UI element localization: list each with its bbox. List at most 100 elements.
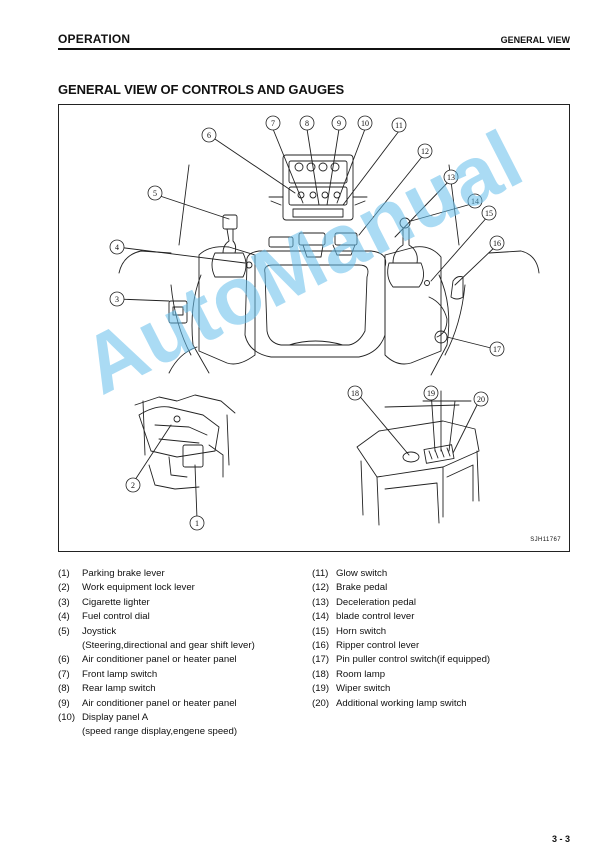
page-number: 3 - 3 [551, 834, 570, 844]
deceleration-pedal [334, 232, 358, 246]
legend-item: (16) Ripper control lever [312, 639, 572, 653]
legend-left-column: (1) Parking brake lever (2) Work equipment… [58, 567, 310, 740]
legend-number: (6) [58, 654, 70, 666]
callout-17: 17 [493, 345, 501, 354]
legend-item: (12)Brake pedal [312, 581, 572, 595]
callout-9: 9 [337, 119, 341, 128]
horn-switch [424, 280, 430, 286]
legend-number: (10) [58, 712, 76, 724]
callout-15: 15 [485, 209, 493, 218]
cab-line-drawing: 6 7 8 9 10 11 12 13 14 15 16 17 5 4 3 18… [109, 115, 540, 531]
joystick [222, 214, 238, 230]
legend-text: Parking brake lever [82, 568, 165, 579]
legend-item: (14) blade control lever [312, 610, 572, 624]
callout-4: 4 [115, 243, 119, 252]
header-topic: GENERAL VIEW [500, 35, 570, 45]
callout-10: 10 [361, 119, 369, 128]
legend-number: (5) [58, 625, 70, 637]
legend-text: Glow switch [336, 568, 388, 579]
legend-text: Wiper switch [336, 683, 391, 695]
legend-item: (1) Parking brake lever [58, 567, 310, 581]
legend-item: (3) Cigarette lighter [58, 596, 310, 610]
legend-number: (4) [58, 611, 70, 623]
legend-text: Air conditioner panel or heater panel [82, 697, 237, 709]
legend-text: Rear lamp switch [82, 683, 156, 695]
callout-6: 6 [207, 131, 211, 140]
legend-number: (17) [312, 654, 330, 666]
legend-text: Display panel A [82, 712, 149, 724]
room-lamp [402, 451, 420, 463]
wiper-switch-panel [423, 444, 455, 464]
legend-number: (3) [58, 596, 70, 608]
legend-text: Air conditioner panel or heater panel [82, 654, 237, 666]
callout-7: 7 [271, 119, 275, 128]
callout-8: 8 [305, 119, 309, 128]
legend-item: (17) Pin puller control switch(if equippe… [312, 653, 572, 667]
legend-item: (20) Additional working lamp switch [312, 697, 572, 711]
legend-item: (11) Glow switch [312, 567, 572, 581]
legend-item: (13) Deceleration pedal [312, 596, 572, 610]
callout-19: 19 [427, 389, 435, 398]
legend-number: (18) [312, 668, 330, 680]
legend-text: Cigarette lighter [82, 596, 150, 608]
legend-text: Room lamp [336, 668, 386, 680]
legend-number: (14) [312, 611, 330, 623]
callout-16: 16 [493, 239, 501, 248]
header-section: OPERATION [58, 32, 131, 46]
legend-number: (11) [312, 568, 329, 579]
legend-text: Deceleration pedal [336, 596, 417, 608]
legend-number: (13) [312, 596, 330, 608]
callout-2: 2 [131, 481, 135, 490]
legend-item: (5) Joystick [58, 625, 310, 639]
legend-number: (8) [58, 683, 70, 695]
callout-1: 1 [195, 519, 199, 528]
callout-3: 3 [115, 295, 119, 304]
legend-number: (9) [58, 697, 70, 709]
legend-number: (16) [312, 640, 330, 652]
legend-number: (1) [58, 568, 70, 579]
legend-text: Joystick [82, 625, 117, 637]
cab-roof-inset [356, 404, 480, 526]
callout-20: 20 [477, 395, 485, 404]
legend-item: (15) Horn switch [312, 625, 572, 639]
legend-text: Fuel control dial [82, 611, 150, 623]
page-title: GENERAL VIEW OF CONTROLS AND GAUGES [58, 82, 345, 97]
legend-text: Horn switch [336, 625, 387, 637]
legend-number: (20) [312, 697, 330, 709]
legend-item: (10) Display panel A [58, 711, 310, 725]
callout-12: 12 [421, 147, 429, 156]
legend-text: Ripper control lever [336, 640, 420, 652]
legend-item: (4) Fuel control dial [58, 610, 310, 624]
legend-subtext: (speed range display,engene speed) [82, 726, 238, 738]
header-divider [58, 48, 570, 50]
legend-item: (8) Rear lamp switch [58, 682, 310, 696]
legend-item: (6) Air conditioner panel or heater panel [58, 653, 310, 667]
legend-text: Work equipment lock lever [82, 582, 195, 594]
legend-item: (18) Room lamp [312, 668, 572, 682]
legend-number: (12) [312, 582, 330, 594]
ripper-control-lever [450, 276, 464, 300]
instrument-console [282, 154, 354, 221]
legend-number: (2) [58, 582, 70, 594]
left-console [198, 246, 256, 365]
legend-text: blade control lever [336, 611, 415, 623]
legend-number: (7) [58, 668, 70, 680]
callout-13: 13 [447, 173, 455, 182]
figure-id: SJH11767 [530, 537, 561, 543]
legend-text: Additional working lamp switch [336, 697, 467, 709]
legend-text: Pin puller control switch(if equipped) [336, 654, 491, 666]
legend-item: (9) Air conditioner panel or heater panel [58, 697, 310, 711]
callout-5: 5 [153, 189, 157, 198]
legend-item: (19) Wiper switch [312, 682, 572, 696]
legend-item: (2) Work equipment lock lever [58, 581, 310, 595]
legend-text: Front lamp switch [82, 668, 158, 680]
callout-11: 11 [395, 121, 403, 130]
legend-number: (19) [312, 683, 330, 695]
blade-control-lever [399, 217, 411, 229]
lever-inset [134, 394, 236, 490]
brake-pedal [268, 236, 294, 248]
cigarette-lighter [168, 300, 188, 324]
legend-number: (15) [312, 625, 330, 637]
legend-item: (7) Front lamp switch [58, 668, 310, 682]
callout-18: 18 [351, 389, 359, 398]
